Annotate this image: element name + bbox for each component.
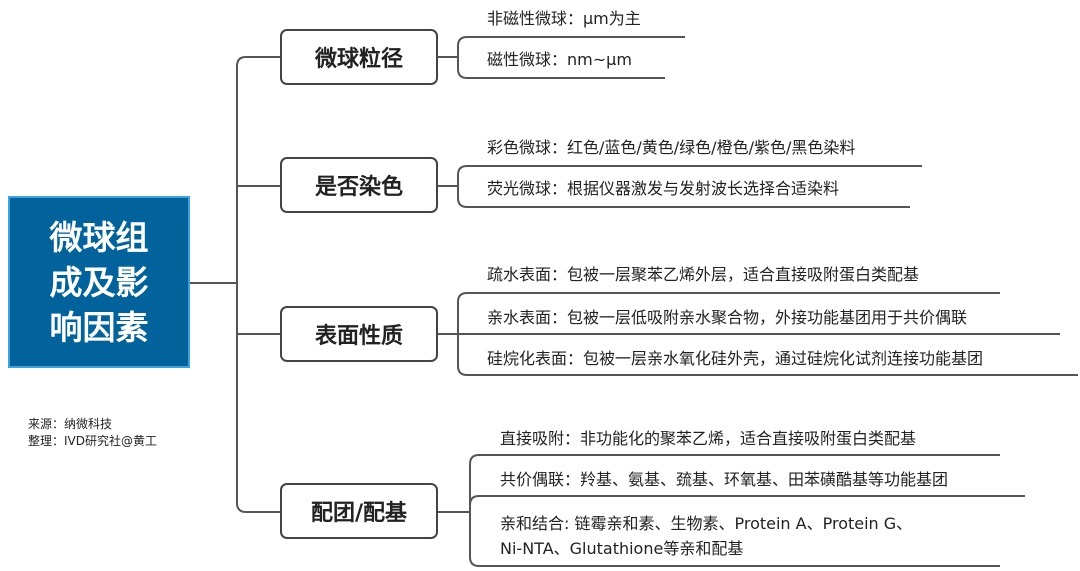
leaf-colored: 彩色微球：红色/蓝色/黄色/绿色/橙色/紫色/黑色染料 [487,138,856,157]
leaf-hydrophobic: 疏水表面：包被一层聚苯乙烯外层，适合直接吸附蛋白类配基 [487,265,920,284]
leaf-hydrophilic: 亲水表面：包被一层低吸附亲水聚合物，外接功能基团用于共价偶联 [487,308,968,327]
root-title: 微球组成及影响因素 [49,217,149,347]
leaf-nonmagnetic: 非磁性微球：μm为主 [487,9,641,28]
leaf-magnetic: 磁性微球：nm~μm [487,50,632,69]
branch-ligand[interactable]: 配团/配基 [280,483,438,539]
organizer-text: 整理：IVD研究社@黄工 [28,434,157,448]
branch-surface[interactable]: 表面性质 [280,306,438,362]
leaf-affinity-cont: Ni-NTA、Glutathione等亲和配基 [500,539,744,558]
leaf-silanized: 硅烷化表面：包被一层亲水氧化硅外壳，通过硅烷化试剂连接功能基团 [487,349,984,368]
source-text: 来源：纳微科技 [28,417,113,431]
leaf-direct-adsorption: 直接吸附：非功能化的聚苯乙烯，适合直接吸附蛋白类配基 [500,429,917,448]
leaf-covalent: 共价偶联：羚基、氨基、巯基、环氧基、田苯磺酷基等功能基团 [500,470,949,489]
root-node[interactable]: 微球组成及影响因素 [8,196,190,368]
branch-dyed[interactable]: 是否染色 [280,157,438,213]
branch-particle-size[interactable]: 微球粒径 [280,29,438,85]
leaf-fluorescent: 荧光微球：根据仪器激发与发射波长选择合适染料 [487,179,840,198]
leaf-affinity: 亲和结合: 链霉亲和素、生物素、Protein A、Protein G、 [500,514,913,533]
